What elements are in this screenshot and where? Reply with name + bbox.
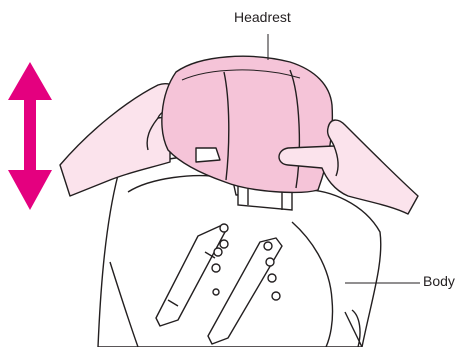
headrest-label: Headrest [234, 9, 291, 25]
up-down-arrow-icon [8, 62, 52, 210]
body-label: Body [423, 273, 455, 289]
